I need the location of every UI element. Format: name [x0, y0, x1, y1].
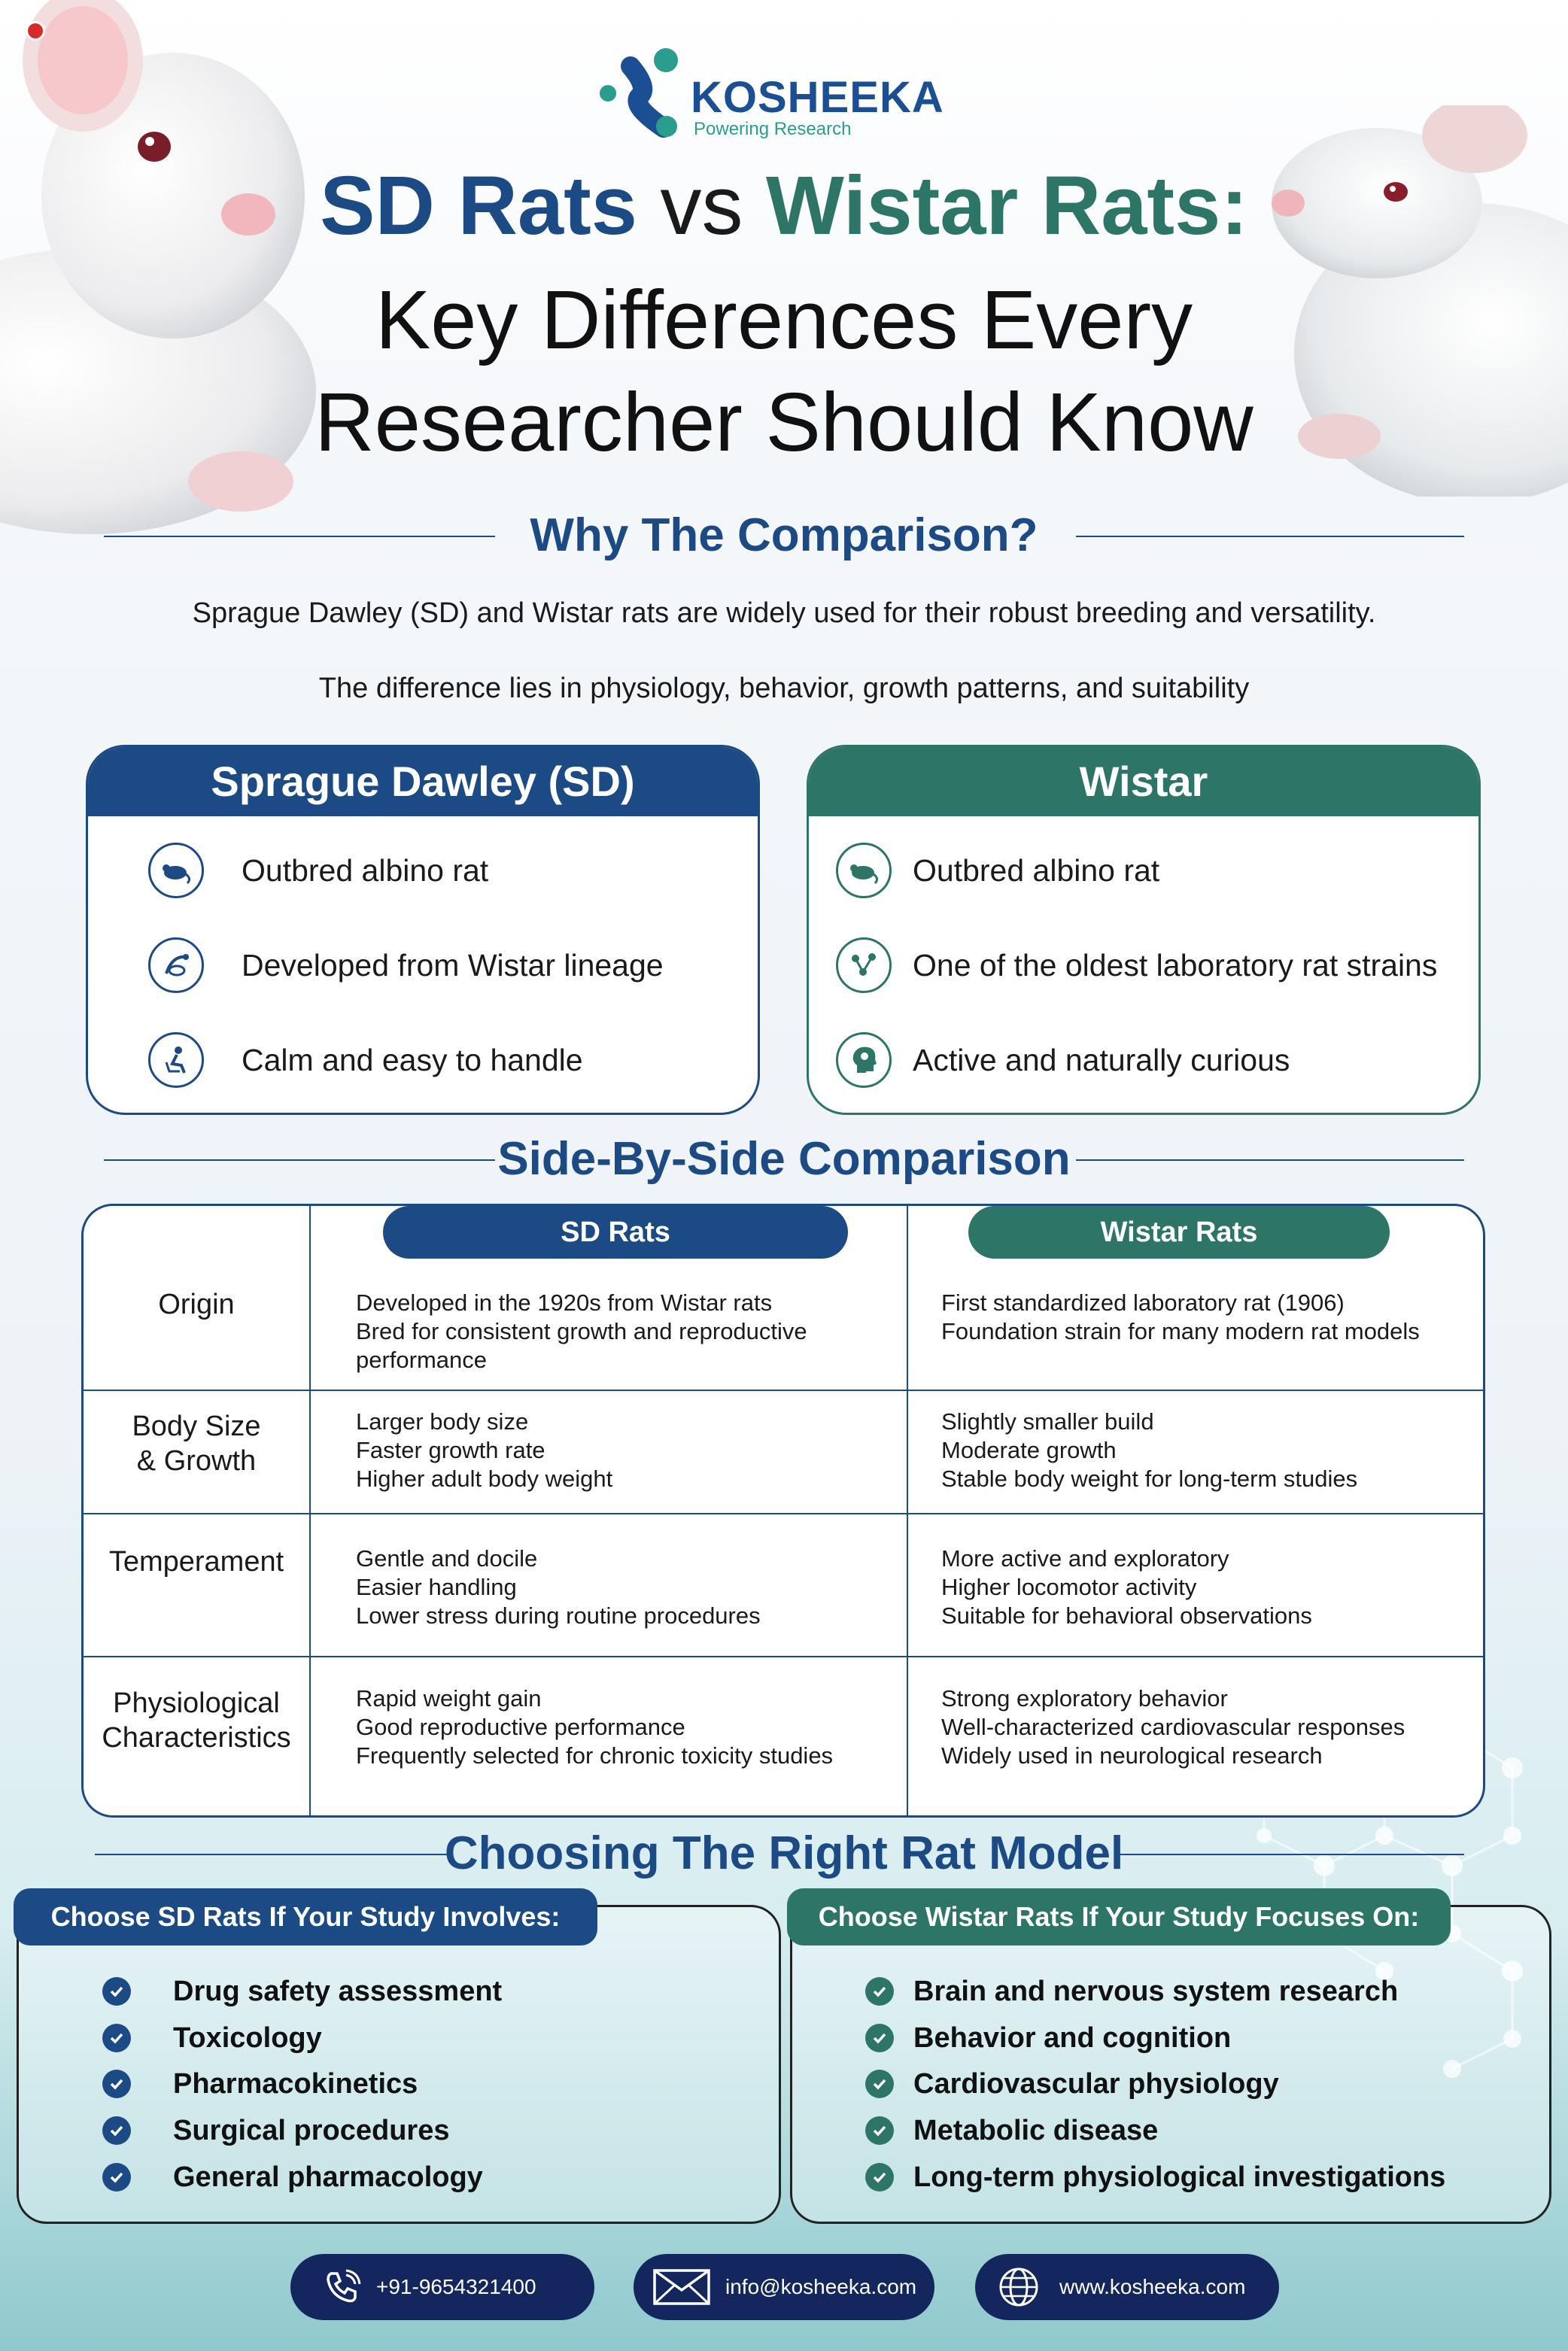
wistar-choose-tab: Choose Wistar Rats If Your Study Focuses… [787, 1888, 1451, 1945]
check-circle-icon [865, 2070, 894, 2098]
wistar-card-item: Outbred albino rat [836, 840, 1159, 901]
sd-choose-tab: Choose SD Rats If Your Study Involves: [14, 1888, 597, 1945]
wistar-rat-illustration [1272, 105, 1568, 497]
wistar-choose-box [790, 1905, 1551, 2224]
brain-head-icon [836, 1032, 892, 1088]
main-title-line2: Key Differences Every [375, 274, 1193, 366]
check-circle-icon [102, 2070, 131, 2098]
main-title-line3: Researcher Should Know [315, 376, 1253, 469]
list-item: Metabolic disease [865, 2112, 1158, 2149]
list-item: Cardiovascular physiology [865, 2065, 1279, 2103]
why-paragraph-2: The difference lies in physiology, behav… [318, 673, 1250, 704]
table-row-label: Body Size& Growth [132, 1411, 261, 1477]
sd-rat-illustration [0, 0, 316, 534]
comparison-heading: Side-By-Side Comparison [497, 1133, 1071, 1185]
wistar-card-item: One of the oldest laboratory rat strains [836, 935, 1437, 995]
divider-line [1118, 1854, 1464, 1855]
website-link[interactable]: www.kosheeka.com [975, 2254, 1279, 2320]
column-header-wistar: Wistar Rats [968, 1206, 1390, 1259]
sd-card-item: Outbred albino rat [148, 840, 488, 901]
comparison-table: SD Rats Wistar Rats Origin Developed in … [81, 1204, 1485, 1818]
rat-icon [836, 843, 892, 898]
check-circle-icon [865, 2116, 894, 2145]
divider-line [95, 1854, 448, 1855]
brand-tagline: Powering Research [694, 119, 852, 139]
brand-logo: KOSHEEKA Powering Research [594, 44, 986, 141]
check-circle-icon [865, 2163, 894, 2192]
title-sd: SD Rats [320, 159, 637, 252]
email-contact-link[interactable]: info@kosheeka.com [634, 2254, 934, 2320]
table-divider [84, 1513, 1483, 1514]
list-item: Long-term physiological investigations [865, 2158, 1445, 2196]
list-item: Drug safety assessment [102, 1973, 502, 2010]
table-row-label: Origin [158, 1289, 235, 1320]
table-divider [907, 1206, 908, 1815]
sd-card-item-text: Developed from Wistar lineage [242, 947, 664, 983]
table-divider [84, 1656, 1483, 1657]
check-circle-icon [102, 1977, 131, 2006]
divider-line [1076, 536, 1464, 537]
divider-line [1076, 1159, 1464, 1161]
divider-line [104, 1159, 495, 1161]
table-divider [84, 1390, 1483, 1391]
list-item: Pharmacokinetics [102, 2065, 418, 2103]
website-text: www.kosheeka.com [1059, 2275, 1246, 2298]
list-item: Behavior and cognition [865, 2019, 1231, 2057]
list-item: General pharmacology [102, 2158, 483, 2196]
sd-card-item: Calm and easy to handle [148, 1030, 583, 1090]
list-item: Brain and nervous system research [865, 1973, 1398, 2010]
sd-card-heading: Sprague Dawley (SD) [88, 747, 758, 816]
sd-card-item-text: Outbred albino rat [242, 852, 489, 888]
check-circle-icon [102, 2116, 131, 2145]
sd-card-item: Developed from Wistar lineage [148, 935, 664, 995]
check-circle-icon [102, 2024, 131, 2052]
wistar-card-heading: Wistar [809, 747, 1478, 816]
phone-icon [327, 2269, 361, 2303]
phone-contact-link[interactable]: +91-9654321400 [290, 2254, 594, 2320]
title-wistar: Wistar Rats: [766, 159, 1248, 252]
table-divider [309, 1206, 311, 1815]
title-vs: vs [660, 159, 743, 252]
divider-line [104, 536, 495, 537]
main-title-line1: SD Rats vs Wistar Rats: [0, 158, 1568, 254]
lineage-icon [148, 937, 204, 993]
check-circle-icon [865, 2024, 894, 2052]
corner-badge-icon [26, 21, 45, 41]
kosheeka-logo-icon [600, 48, 678, 138]
why-heading: Why The Comparison? [530, 509, 1038, 561]
check-circle-icon [102, 2163, 131, 2192]
sd-card-item-text: Calm and easy to handle [242, 1042, 583, 1077]
molecule-icon [836, 937, 892, 993]
table-cell-wistar: First standardized laboratory rat (1906)… [941, 1289, 1420, 1344]
sd-summary-card: Sprague Dawley (SD) Outbred albino rat D… [86, 745, 760, 1115]
wistar-card-item: Active and naturally curious [836, 1030, 1290, 1090]
choosing-heading: Choosing The Right Rat Model [444, 1827, 1124, 1879]
list-item: Toxicology [102, 2019, 322, 2057]
sd-choose-box [17, 1905, 781, 2224]
wistar-card-item-text: Outbred albino rat [913, 852, 1160, 888]
wistar-card-item-text: Active and naturally curious [913, 1042, 1290, 1077]
why-paragraph-1: Sprague Dawley (SD) and Wistar rats are … [192, 597, 1376, 629]
list-item: Surgical procedures [102, 2112, 449, 2149]
brand-name: KOSHEEKA [691, 73, 944, 122]
mail-icon [653, 2269, 710, 2305]
check-circle-icon [865, 1977, 894, 2006]
phone-text: +91-9654321400 [376, 2275, 536, 2298]
rat-icon [148, 843, 204, 898]
globe-icon [999, 2267, 1038, 2307]
column-header-sd: SD Rats [383, 1206, 848, 1259]
calm-person-icon [148, 1032, 204, 1088]
table-row-label: Temperament [108, 1546, 284, 1578]
wistar-card-item-text: One of the oldest laboratory rat strains [913, 947, 1438, 983]
email-text: info@kosheeka.com [725, 2275, 917, 2298]
wistar-summary-card: Wistar Outbred albino rat One of the old… [807, 745, 1481, 1115]
